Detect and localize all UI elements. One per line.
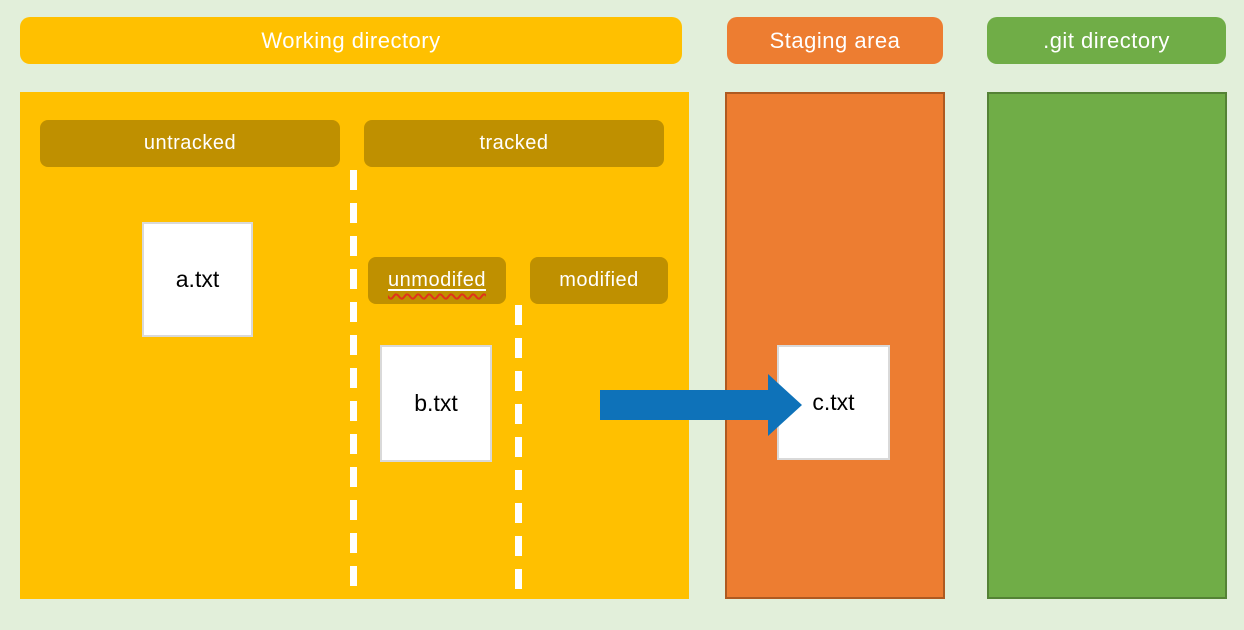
file-card-b: b.txt <box>380 345 492 462</box>
working-directory-panel: untracked tracked unmodifed modified a.t… <box>20 92 689 599</box>
staging-area-header: Staging area <box>727 17 943 64</box>
right-arrow-icon <box>600 374 802 436</box>
file-a-name: a.txt <box>175 266 220 292</box>
git-directory-header: .git directory <box>987 17 1226 64</box>
file-c-name: c.txt <box>812 389 855 415</box>
unmodified-zone-label: unmodifed <box>368 257 506 304</box>
file-b-name: b.txt <box>414 390 458 416</box>
untracked-tracked-divider <box>350 170 357 598</box>
tracked-zone-label: tracked <box>364 120 664 167</box>
unmodified-zone-label-text: unmodifed <box>388 269 486 291</box>
untracked-zone-label: untracked <box>40 120 340 167</box>
spellcheck-squiggle: unmodifed <box>388 269 486 292</box>
working-directory-header: Working directory <box>20 17 682 64</box>
file-card-a: a.txt <box>142 222 253 337</box>
modified-zone-label: modified <box>530 257 668 304</box>
staging-area-panel: c.txt <box>725 92 945 599</box>
unmodified-modified-divider <box>515 305 522 598</box>
git-directory-panel <box>987 92 1227 599</box>
